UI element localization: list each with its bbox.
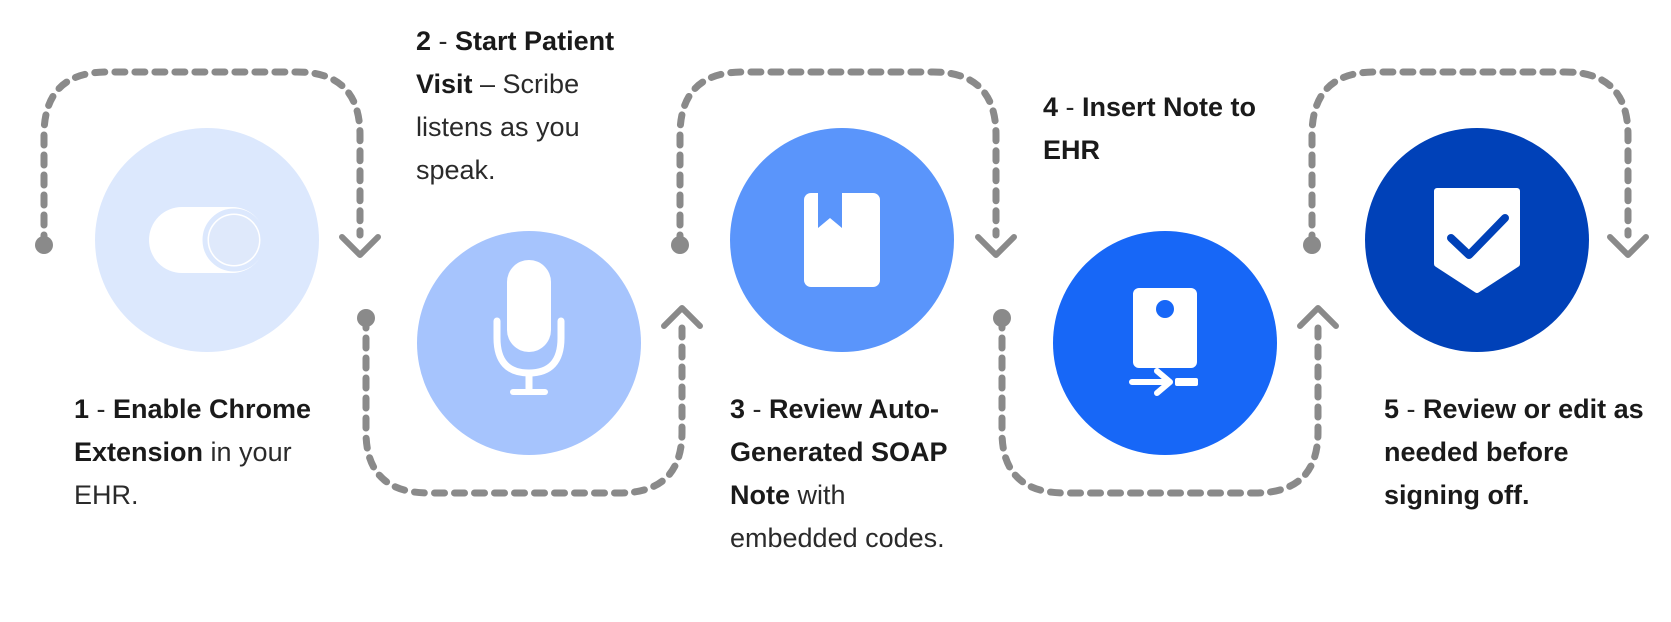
step-1-circle	[95, 128, 319, 352]
arrow-down-icon	[1607, 234, 1649, 258]
step-1-sep: -	[89, 394, 114, 424]
step-2-text: 2 - Start Patient Visit – Scribe listens…	[416, 20, 646, 192]
arrow-down-icon	[339, 234, 381, 258]
step-1-number: 1	[74, 394, 90, 424]
step-4-title: Insert Note to EHR	[1043, 92, 1257, 165]
step-2-title: Start Patient Visit	[416, 26, 615, 99]
step-2-circle	[417, 231, 641, 455]
step-2-desc: – Scribe listens as you speak.	[416, 69, 580, 185]
bookmark-book-icon	[804, 193, 880, 287]
step-3-circle	[730, 128, 954, 352]
step-5-circle	[1365, 128, 1589, 352]
step-5-text: 5 - Review or edit as needed before sign…	[1384, 388, 1659, 517]
step-2-sep: -	[431, 26, 456, 56]
step-2-number: 2	[416, 26, 432, 56]
step-1-desc: in your EHR.	[74, 437, 292, 510]
connector-arc-upper-1	[40, 68, 364, 249]
step-5-sep: -	[1399, 394, 1424, 424]
connector-start-dot	[357, 309, 375, 327]
toggle-switch-icon	[149, 207, 266, 273]
connector-arc-upper-2	[676, 68, 1000, 249]
step-3-number: 3	[730, 394, 746, 424]
step-4-text: 4 - Insert Note to EHR	[1043, 86, 1298, 172]
connector-start-dot	[671, 236, 689, 254]
step-5-number: 5	[1384, 394, 1400, 424]
microphone-icon	[493, 260, 565, 395]
insert-device-icon	[1129, 288, 1198, 396]
arrow-up-icon	[1297, 305, 1339, 329]
step-3-sep: -	[745, 394, 770, 424]
step-1-title: Enable Chrome Extension	[74, 394, 312, 467]
connector-start-dot	[35, 236, 53, 254]
connector-arc-lower-1	[362, 314, 686, 497]
step-4-circle	[1053, 231, 1277, 455]
step-4-number: 4	[1043, 92, 1059, 122]
shield-check-icon	[1434, 188, 1520, 293]
connector-start-dot	[993, 309, 1011, 327]
arrow-up-icon	[661, 305, 703, 329]
connector-arc-upper-3	[1308, 68, 1632, 249]
step-3-desc: with embedded codes.	[730, 480, 945, 553]
step-1-text: 1 - Enable Chrome Extension in your EHR.	[74, 388, 349, 517]
step-3-title: Review Auto-Generated SOAP Note	[730, 394, 948, 510]
step-4-sep: -	[1058, 92, 1083, 122]
step-3-text: 3 - Review Auto-Generated SOAP Note with…	[730, 388, 970, 560]
arrow-down-icon	[975, 234, 1017, 258]
connector-arc-lower-2	[998, 314, 1322, 497]
connector-start-dot	[1303, 236, 1321, 254]
step-5-title: Review or edit as needed before signing …	[1384, 394, 1644, 510]
